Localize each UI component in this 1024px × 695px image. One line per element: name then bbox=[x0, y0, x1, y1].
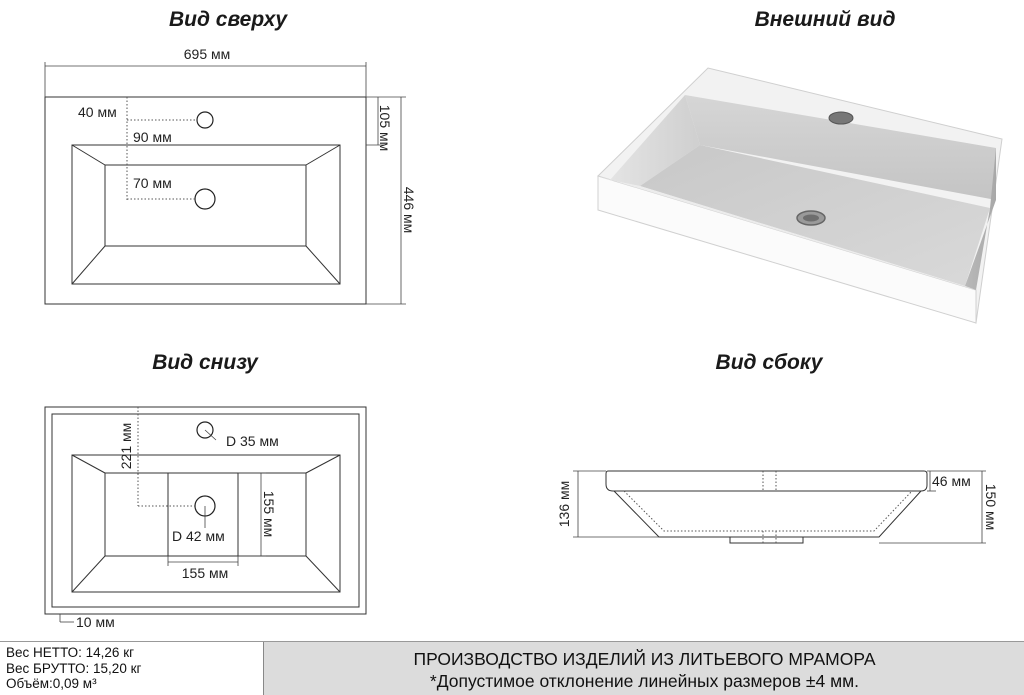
specs-panel: Вес НЕТТО: 14,26 кг Вес БРУТТО: 15,20 кг… bbox=[0, 642, 264, 695]
dim-drain-diameter: D 42 мм bbox=[172, 528, 225, 544]
dim-body-height: 136 мм bbox=[556, 481, 572, 528]
exterior-view-title: Внешний вид bbox=[755, 8, 896, 31]
gross-weight: Вес БРУТТО: 15,20 кг bbox=[6, 660, 142, 676]
dim-depth: 446 мм bbox=[401, 187, 417, 234]
top-view-bowl-outer bbox=[71, 144, 341, 285]
dim-drain-offset: 70 мм bbox=[133, 175, 172, 191]
bottom-view-outline bbox=[44, 406, 367, 615]
top-view-title: Вид сверху bbox=[169, 8, 288, 31]
manufacturer-headline: ПРОИЗВОДСТВО ИЗДЕЛИЙ ИЗ ЛИТЬЕВОГО МРАМОР… bbox=[413, 649, 876, 669]
technical-drawing: Вид сверху Внешний вид Вид снизу Вид сбо… bbox=[44, 8, 1003, 630]
exterior-view-render bbox=[597, 67, 1003, 324]
bottom-view-bowl-outer bbox=[71, 454, 341, 593]
top-view-outline bbox=[44, 96, 367, 305]
footer-bar: Вес НЕТТО: 14,26 кг Вес БРУТТО: 15,20 кг… bbox=[0, 641, 1024, 695]
volume: Объём:0,09 м³ bbox=[6, 676, 97, 691]
dim-total-height: 150 мм bbox=[983, 484, 999, 531]
dim-back-rim: 105 мм bbox=[377, 105, 393, 152]
dim-tap-diameter: D 35 мм bbox=[226, 433, 279, 449]
tap-hole-3d bbox=[828, 111, 854, 125]
drain-hole bbox=[194, 188, 216, 210]
dim-depth-to-drain: 221 мм bbox=[118, 423, 134, 470]
bottom-view-edge bbox=[51, 413, 360, 608]
side-view-drawing: 136 мм 46 мм 150 мм bbox=[556, 470, 999, 544]
tolerance-note: *Допустимое отклонение линейных размеров… bbox=[429, 671, 860, 691]
dim-tap-offset: 90 мм bbox=[133, 129, 172, 145]
dim-edge: 10 мм bbox=[76, 614, 115, 630]
dim-recess-depth: 155 мм bbox=[261, 491, 277, 538]
bottom-view-title: Вид снизу bbox=[152, 351, 259, 374]
dim-tap-from-rim: 40 мм bbox=[78, 104, 117, 120]
net-weight: Вес НЕТТО: 14,26 кг bbox=[6, 645, 135, 660]
bottom-view-drawing: 221 мм D 35 мм D 42 мм 155 мм 155 мм 10 … bbox=[44, 406, 367, 630]
dim-width: 695 мм bbox=[184, 46, 231, 62]
top-view-bowl-inner bbox=[104, 164, 307, 247]
tap-hole bbox=[196, 111, 214, 129]
dim-recess-width: 155 мм bbox=[182, 565, 229, 581]
top-view-drawing: 695 мм 446 мм 105 мм 40 мм 90 мм 70 мм bbox=[44, 46, 417, 305]
manufacturer-panel: ПРОИЗВОДСТВО ИЗДЕЛИЙ ИЗ ЛИТЬЕВОГО МРАМОР… bbox=[265, 642, 1024, 695]
dim-rim-height: 46 мм bbox=[932, 473, 971, 489]
side-view-title: Вид сбоку bbox=[716, 351, 824, 374]
